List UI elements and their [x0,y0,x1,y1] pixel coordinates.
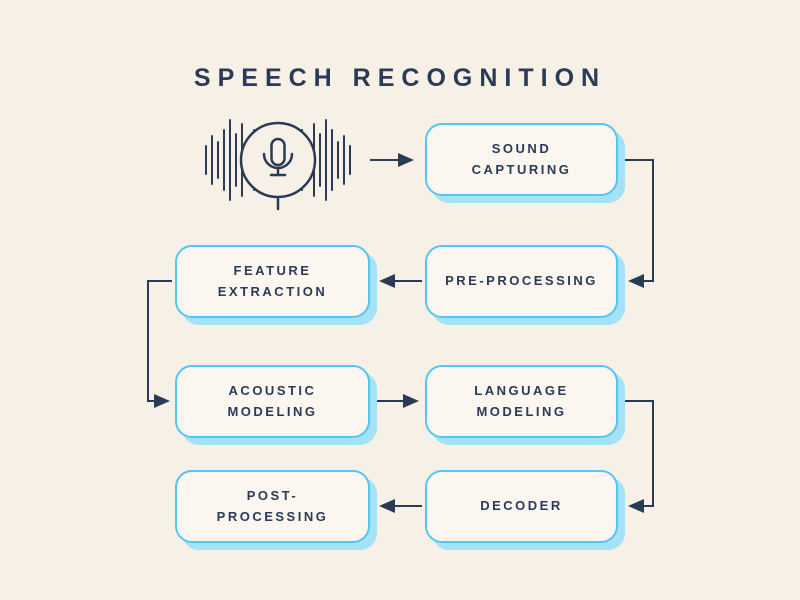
arrow-language-modeling-to-decoder [621,400,654,513]
node-language-modeling: LANGUAGE MODELING [425,365,618,438]
node-decoder: DECODER [425,470,618,543]
arrow-feature-extraction-to-acoustic-modeling [147,280,172,408]
diagram-title: SPEECH RECOGNITION [193,64,607,92]
node-label: DECODER [480,498,563,514]
node-label: FEATURE EXTRACTION [217,262,328,299]
microphone-waveform-icon [205,119,351,211]
node-label: POST- PROCESSING [216,487,329,524]
arrow-sound-capturing-to-pre-processing [621,159,654,288]
node-label: ACOUSTIC MODELING [227,382,318,419]
node-feature-extraction: FEATURE EXTRACTION [175,245,370,318]
node-pre-processing: PRE-PROCESSING [425,245,618,318]
node-acoustic-modeling: ACOUSTIC MODELING [175,365,370,438]
node-label: PRE-PROCESSING [445,273,598,289]
node-sound-capturing: SOUND CAPTURING [425,123,618,196]
node-label: LANGUAGE MODELING [474,382,569,419]
node-label: SOUND CAPTURING [471,140,572,177]
node-post-processing: POST- PROCESSING [175,470,370,543]
